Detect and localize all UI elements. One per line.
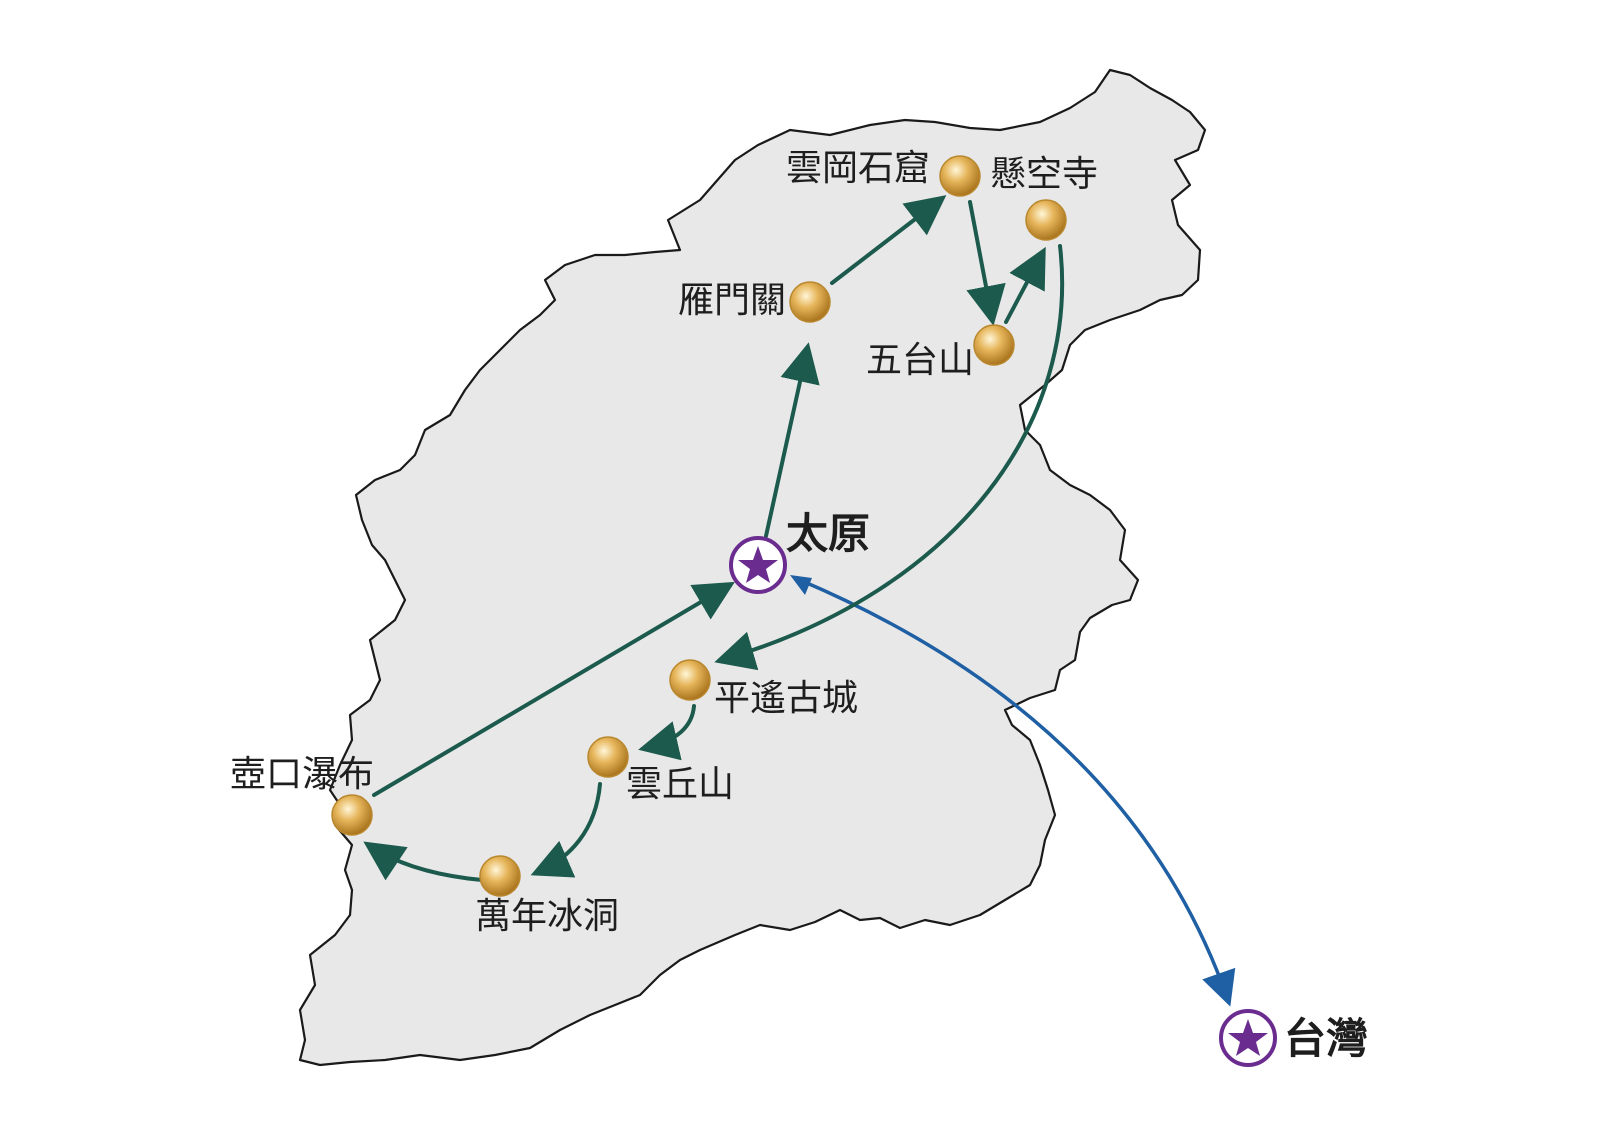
label-wutai: 五台山 — [866, 340, 974, 381]
stop-marker-hukou[interactable] — [331, 794, 373, 836]
route-wannian-hukou — [363, 841, 484, 882]
label-xuankong: 懸空寺 — [990, 154, 1098, 195]
label-taiwan: 台灣 — [1284, 1014, 1368, 1063]
route-taiyuan-yanmen — [764, 342, 820, 538]
flight-arrow-to-taiyuan — [790, 575, 812, 595]
label-wannian: 萬年冰洞 — [475, 896, 619, 937]
route-pingyao-yunqiu — [638, 704, 696, 761]
route-wutai-xuankong — [1004, 246, 1046, 324]
stop-marker-xuankong[interactable] — [1025, 199, 1067, 241]
stop-marker-wannian[interactable] — [479, 855, 521, 897]
label-taiyuan: 太原 — [786, 509, 870, 558]
city-marker-taiwan[interactable] — [1219, 1009, 1277, 1067]
label-pingyao: 平遙古城 — [714, 678, 858, 719]
stop-markers — [331, 155, 1067, 897]
stop-marker-wutai[interactable] — [973, 324, 1015, 366]
route-hukou-taiyuan — [372, 581, 735, 797]
route-yunqiu-wannian — [530, 782, 602, 878]
label-hukou: 壺口瀑布 — [230, 754, 374, 795]
label-yanmen: 雁門關 — [678, 280, 786, 321]
stop-marker-pingyao[interactable] — [669, 659, 711, 701]
tour-route — [363, 195, 1065, 882]
flight-route — [799, 578, 1236, 1007]
stop-marker-yungang[interactable] — [939, 155, 981, 197]
label-yungang: 雲岡石窟 — [786, 148, 930, 189]
stop-marker-yunqiu[interactable] — [587, 736, 629, 778]
star-icon — [1228, 1019, 1268, 1056]
city-marker-taiyuan[interactable] — [729, 536, 787, 594]
star-icon — [738, 546, 778, 583]
route-yanmen-yungang — [830, 195, 947, 285]
label-yunqiu: 雲丘山 — [626, 764, 734, 805]
route-yungang-wutai — [966, 200, 1006, 326]
stop-marker-yanmen[interactable] — [789, 281, 831, 323]
route-xuankong-pingyao — [714, 244, 1065, 671]
